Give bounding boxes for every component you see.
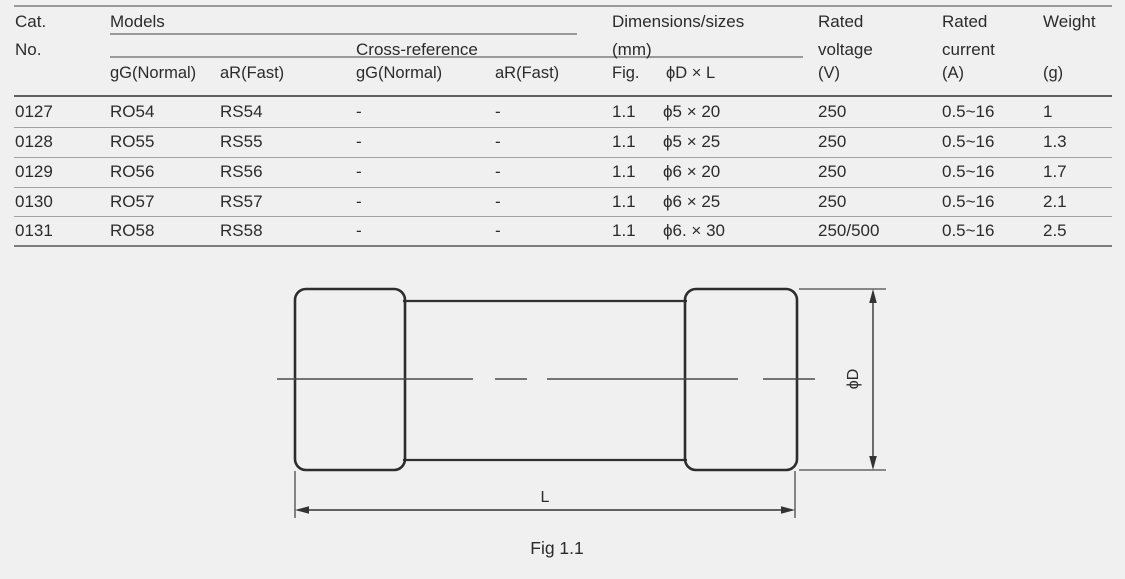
cell-cat-no: 0129 xyxy=(15,162,53,181)
cell-current: 0.5~16 xyxy=(942,162,995,181)
subheader-current-unit: (A) xyxy=(942,64,964,82)
cell-voltage: 250/500 xyxy=(818,221,880,240)
cell-ar-xref: - xyxy=(495,192,501,211)
cell-dimensions: ϕ6 × 20 xyxy=(663,162,721,181)
d-arrow-bottom xyxy=(869,456,877,470)
header-cat-line1: Cat. xyxy=(15,12,47,31)
cell-gg-xref: - xyxy=(356,132,362,151)
cell-dimensions: ϕ5 × 20 xyxy=(663,102,721,121)
cell-gg-xref: - xyxy=(356,192,362,211)
cell-fig: 1.1 xyxy=(612,102,636,121)
cell-gg-xref: - xyxy=(356,102,362,121)
subheader-weight-unit: (g) xyxy=(1043,64,1064,82)
header-current-line1: Rated xyxy=(942,12,988,31)
cell-current: 0.5~16 xyxy=(942,102,995,121)
cell-cat-no: 0127 xyxy=(15,102,53,121)
cell-ar-xref: - xyxy=(495,162,501,181)
cell-ar-model: RS55 xyxy=(220,132,263,151)
cell-cat-no: 0130 xyxy=(15,192,53,211)
cell-gg-model: RO58 xyxy=(110,221,155,240)
cell-ar-xref: - xyxy=(495,221,501,240)
header-cat-line2: No. xyxy=(15,40,42,59)
cell-ar-model: RS54 xyxy=(220,102,263,121)
cell-weight: 2.5 xyxy=(1043,221,1067,240)
cell-gg-xref: - xyxy=(356,162,362,181)
cell-weight: 2.1 xyxy=(1043,192,1067,211)
cell-current: 0.5~16 xyxy=(942,132,995,151)
l-arrow-right xyxy=(781,506,795,514)
header-voltage-line2: voltage xyxy=(818,40,873,59)
cell-fig: 1.1 xyxy=(612,192,636,211)
table-row: 0130 RO57 RS57 - - 1.1 ϕ6 × 25 250 0.5~1… xyxy=(14,187,1112,217)
subheader-dim-formula: ϕD × L xyxy=(666,64,716,82)
cell-cat-no: 0131 xyxy=(15,221,53,240)
cell-weight: 1.3 xyxy=(1043,132,1067,151)
cell-gg-model: RO54 xyxy=(110,102,155,121)
models-underline xyxy=(110,33,577,35)
cell-current: 0.5~16 xyxy=(942,192,995,211)
cell-fig: 1.1 xyxy=(612,162,636,181)
cell-ar-model: RS56 xyxy=(220,162,263,181)
cell-dimensions: ϕ5 × 25 xyxy=(663,132,721,151)
cell-voltage: 250 xyxy=(818,162,847,181)
d-arrow-top xyxy=(869,289,877,303)
header-models: Models xyxy=(110,12,165,31)
cell-ar-xref: - xyxy=(495,132,501,151)
cell-gg-xref: - xyxy=(356,221,362,240)
cell-current: 0.5~16 xyxy=(942,221,995,240)
table-row: 0128 RO55 RS55 - - 1.1 ϕ5 × 25 250 0.5~1… xyxy=(14,127,1112,158)
table-row: 0129 RO56 RS56 - - 1.1 ϕ6 × 20 250 0.5~1… xyxy=(14,157,1112,188)
length-label: L xyxy=(541,489,550,506)
l-arrow-left xyxy=(295,506,309,514)
cell-fig: 1.1 xyxy=(612,132,636,151)
cell-gg-model: RO57 xyxy=(110,192,155,211)
subheader-ar-model: aR(Fast) xyxy=(220,64,285,82)
cross-reference-underline xyxy=(110,56,803,58)
header-cross-reference: Cross-reference xyxy=(356,40,478,59)
cell-weight: 1.7 xyxy=(1043,162,1067,181)
table-top-rule xyxy=(14,5,1112,7)
table-row: 0131 RO58 RS58 - - 1.1 ϕ6. × 30 250/500 … xyxy=(14,216,1112,247)
diameter-label: ϕD xyxy=(845,369,862,390)
cell-fig: 1.1 xyxy=(612,221,636,240)
cell-dimensions: ϕ6 × 25 xyxy=(663,192,721,211)
header-body-separator xyxy=(14,95,1112,97)
header-dimensions-line2: (mm) xyxy=(612,40,652,59)
cell-voltage: 250 xyxy=(818,192,847,211)
subheader-voltage-unit: (V) xyxy=(818,64,840,82)
cell-voltage: 250 xyxy=(818,132,847,151)
subheader-fig: Fig. xyxy=(612,64,640,82)
cell-ar-xref: - xyxy=(495,102,501,121)
subheader-gg-xref: gG(Normal) xyxy=(356,64,443,82)
header-voltage-line1: Rated xyxy=(818,12,864,31)
cell-dimensions: ϕ6. × 30 xyxy=(663,221,725,240)
cell-voltage: 250 xyxy=(818,102,847,121)
subheader-gg-model: gG(Normal) xyxy=(110,64,197,82)
header-dimensions-line1: Dimensions/sizes xyxy=(612,12,745,31)
cell-gg-model: RO55 xyxy=(110,132,155,151)
figure-caption: Fig 1.1 xyxy=(530,538,584,558)
header-current-line2: current xyxy=(942,40,995,59)
cell-weight: 1 xyxy=(1043,102,1053,121)
table-row: 0127 RO54 RS54 - - 1.1 ϕ5 × 20 250 0.5~1… xyxy=(14,97,1112,128)
cell-gg-model: RO56 xyxy=(110,162,155,181)
subheader-ar-xref: aR(Fast) xyxy=(495,64,560,82)
cell-ar-model: RS58 xyxy=(220,221,263,240)
cell-ar-model: RS57 xyxy=(220,192,263,211)
header-weight: Weight xyxy=(1043,12,1096,31)
cell-cat-no: 0128 xyxy=(15,132,53,151)
